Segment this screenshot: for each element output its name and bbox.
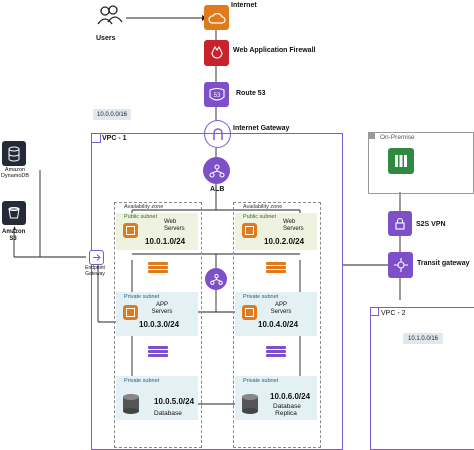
route-table-3	[148, 346, 168, 363]
route-table-2	[266, 262, 286, 279]
s2s-vpn-label: S2S VPN	[416, 221, 446, 228]
internet-gateway-icon	[204, 120, 231, 148]
app-server-1-icon	[123, 305, 138, 320]
s3-icon	[2, 201, 26, 225]
cidr-app-1: 10.0.3.0/24	[139, 320, 180, 329]
waf-label: Web Application Firewall	[233, 47, 316, 54]
endpoint-gateway-icon	[89, 250, 104, 265]
web-server-2-icon	[242, 223, 257, 238]
on-premise-label: On-Premise	[380, 134, 415, 141]
public-subnet-1-label: Public subnet	[124, 214, 158, 220]
route-table-1	[148, 262, 168, 279]
internet-gateway-label: Internet Gateway	[233, 125, 290, 132]
s2s-vpn-icon	[388, 211, 412, 236]
on-premise-container	[368, 132, 474, 194]
private-subnet-db-1-label: Private subnet	[124, 378, 160, 384]
vpc2-label: VPC - 2	[381, 310, 406, 317]
web-servers-2-label: Web Servers	[283, 219, 304, 232]
private-subnet-db-2-label: Private subnet	[243, 378, 279, 384]
database-label: Database	[154, 410, 182, 417]
internal-load-balancer-icon	[205, 268, 227, 290]
endpoint-gateway-label: Endpoint Gateway	[85, 265, 105, 277]
alb-icon	[203, 157, 230, 184]
data-center-icon	[388, 148, 414, 174]
private-subnet-app-2-label: Private subnet	[243, 294, 279, 300]
alb-label: ALB	[210, 186, 225, 193]
app-servers-1-label: APP Servers	[151, 302, 173, 315]
vpc1-cidr: 10.0.0.0/16	[93, 109, 131, 120]
cidr-app-2: 10.0.4.0/24	[258, 320, 299, 329]
app-servers-2-label: APP Servers	[270, 302, 292, 315]
cidr-web-1: 10.0.1.0/24	[145, 237, 186, 246]
vpc1-icon	[91, 133, 101, 143]
vpc2-container	[370, 307, 474, 450]
az2-label: Availability zone	[243, 204, 283, 210]
internet-icon	[204, 5, 229, 30]
database-1-icon	[120, 392, 142, 416]
route-table-4	[266, 346, 286, 363]
transit-gateway-label: Transit gateway	[417, 260, 470, 267]
cidr-web-2: 10.0.2.0/24	[264, 237, 305, 246]
vpc1-label: VPC - 1	[102, 135, 127, 142]
az1-label: Availability zone	[124, 204, 164, 210]
public-subnet-2-label: Public subnet	[243, 214, 277, 220]
database-2-icon	[239, 392, 261, 416]
users-label: Users	[96, 35, 116, 42]
svg-text:53: 53	[213, 93, 220, 99]
dynamodb-label: Amazon DynamoDB	[0, 167, 30, 179]
vpc2-cidr: 10.1.0.0/16	[403, 333, 443, 344]
route53-label: Route 53	[236, 90, 266, 97]
cidr-db-2: 10.0.6.0/24	[270, 392, 311, 401]
transit-gateway-icon	[388, 252, 413, 278]
on-premise-icon	[368, 132, 375, 139]
vpc2-icon	[370, 307, 379, 316]
s3-label: Amazon S3	[2, 229, 26, 242]
route53-icon: 53	[204, 82, 229, 107]
internet-label: Internet	[231, 2, 257, 9]
web-servers-1-label: Web Servers	[164, 219, 185, 232]
app-server-2-icon	[242, 305, 257, 320]
database-replica-label: Database Replica	[273, 403, 301, 417]
dynamodb-icon	[2, 141, 26, 166]
private-subnet-app-1-label: Private subnet	[124, 294, 160, 300]
cidr-db-1: 10.0.5.0/24	[154, 397, 195, 406]
users-icon	[95, 4, 125, 30]
waf-icon	[204, 40, 229, 66]
web-server-1-icon	[123, 223, 138, 238]
